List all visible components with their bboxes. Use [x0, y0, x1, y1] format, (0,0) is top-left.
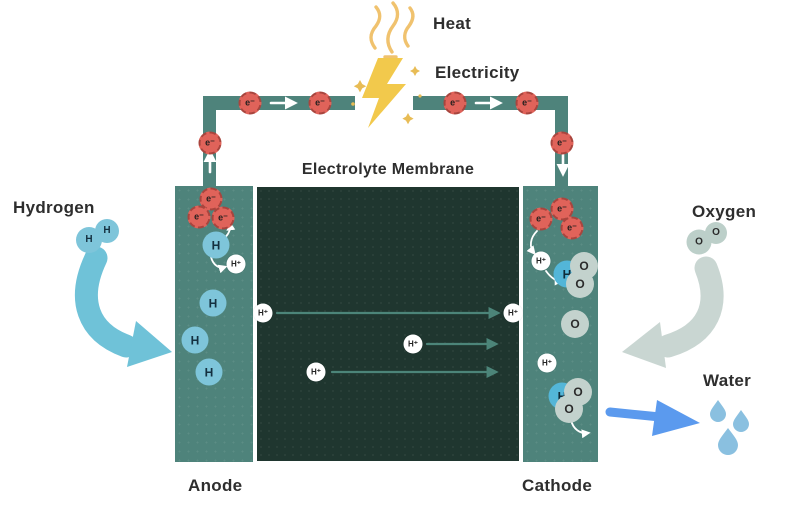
heat-label: Heat — [433, 14, 472, 33]
wire-top-left — [203, 96, 355, 110]
electricity-label: Electricity — [435, 63, 520, 82]
oxygen-atom: O — [561, 310, 589, 338]
hydrogen-atom: H — [202, 231, 230, 259]
proton: H⁺ — [503, 303, 523, 323]
electron: e⁻ — [211, 206, 235, 230]
hydrogen-inlet-arrow — [74, 246, 172, 367]
water-outlet-arrow — [605, 400, 700, 436]
electron: e⁻ — [515, 91, 539, 115]
oxygen-atom: O — [555, 395, 583, 423]
heat-icon — [369, 1, 415, 59]
electron: e⁻ — [529, 207, 553, 231]
electron: e⁻ — [308, 91, 332, 115]
hydrogen-atom: H — [181, 326, 209, 354]
proton: H⁺ — [403, 334, 423, 354]
oxygen-atom: O — [566, 270, 594, 298]
electricity-icon — [351, 58, 422, 128]
water-label: Water — [703, 371, 752, 390]
oxygen-label: Oxygen — [692, 202, 757, 221]
proton: H⁺ — [253, 303, 273, 323]
electron: e⁻ — [198, 131, 222, 155]
electron: e⁻ — [443, 91, 467, 115]
proton: H⁺ — [226, 254, 246, 274]
electrolyte-membrane — [257, 187, 519, 461]
hydrogen-atom: H — [195, 358, 223, 386]
electron: e⁻ — [560, 216, 584, 240]
hydrogen-molecule-atom: H — [95, 219, 119, 243]
electron: e⁻ — [187, 205, 211, 229]
anode-label: Anode — [188, 476, 243, 495]
electron: e⁻ — [550, 131, 574, 155]
electron: e⁻ — [238, 91, 262, 115]
electron: e⁻ — [199, 187, 223, 211]
water-droplets-icon — [710, 400, 749, 455]
proton: H⁺ — [537, 353, 557, 373]
electron: e⁻ — [550, 197, 574, 221]
proton: H⁺ — [531, 251, 551, 271]
hydrogen-atom: H — [199, 289, 227, 317]
anode-electrode — [175, 186, 253, 462]
membrane-label: Electrolyte Membrane — [301, 161, 475, 178]
wire-top-right — [413, 96, 568, 110]
proton: H⁺ — [306, 362, 326, 382]
oxygen-molecule-atom: O — [705, 222, 727, 244]
hydrogen-label: Hydrogen — [13, 198, 95, 217]
cathode-label: Cathode — [522, 476, 593, 495]
oxygen-inlet-arrow — [622, 256, 724, 368]
